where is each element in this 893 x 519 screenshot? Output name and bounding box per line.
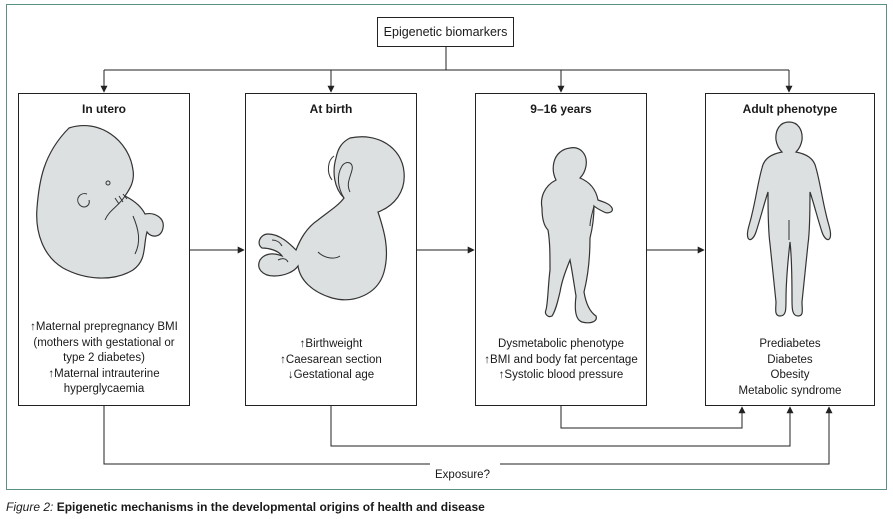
stage-text-line: ↓Gestational age — [287, 369, 375, 381]
figure-frame — [6, 4, 887, 490]
stage-text-line: ↑Birthweight — [299, 338, 363, 350]
stage-text-line: (mothers with gestational or — [33, 336, 175, 349]
stage-text-line: ↑Caesarean section — [280, 353, 382, 366]
stage-text-line: hyperglycaemia — [63, 383, 145, 395]
stage-text-line: Obesity — [770, 369, 810, 381]
figure-caption: Figure 2: Epigenetic mechanisms in the d… — [6, 500, 485, 514]
stage-title: In utero — [82, 102, 126, 116]
stage-9-16-years: 9–16 years Dysmetabolic phenotype ↑BMI a… — [475, 93, 647, 406]
stage-at-birth: At birth ↑Birthweight ↑Caesarean section… — [245, 93, 417, 406]
stage-adult-phenotype: Adult phenotype Prediabetes Diabetes Obe… — [705, 93, 875, 406]
epigenetic-biomarkers-box: Epigenetic biomarkers — [377, 17, 514, 47]
stage-in-utero: In utero ↑Maternal prepregnancy BMI (mot… — [18, 93, 190, 406]
stage-title: 9–16 years — [530, 102, 592, 116]
exposure-label: Exposure? — [435, 469, 490, 481]
stage-text-line: ↑Systolic blood pressure — [498, 369, 624, 381]
adult-icon — [746, 121, 832, 317]
fetus-icon — [36, 125, 164, 279]
stage-text-line: Dysmetabolic phenotype — [498, 338, 624, 350]
figure-caption-text: Epigenetic mechanisms in the development… — [56, 500, 485, 514]
stage-title: Adult phenotype — [742, 102, 838, 116]
stage-text-line: ↑Maternal intrauterine — [48, 367, 160, 380]
stage-risk-factors: ↑Birthweight ↑Caesarean section ↓Gestati… — [248, 337, 414, 384]
stage-text-line: ↑BMI and body fat percentage — [484, 353, 638, 366]
figure-number: Figure 2: — [6, 500, 54, 514]
stage-text-line: Prediabetes — [759, 338, 821, 350]
stage-risk-factors: Dysmetabolic phenotype ↑BMI and body fat… — [478, 337, 644, 384]
newborn-icon — [258, 136, 405, 301]
stage-text-line: ↑Maternal prepregnancy BMI — [30, 321, 178, 333]
stage-text-line: Diabetes — [767, 353, 813, 366]
stage-risk-factors: Prediabetes Diabetes Obesity Metabolic s… — [708, 337, 872, 399]
stage-text-line: Metabolic syndrome — [738, 384, 842, 397]
stage-risk-factors: ↑Maternal prepregnancy BMI (mothers with… — [21, 320, 187, 398]
stage-title: At birth — [309, 102, 353, 116]
stage-text-line: type 2 diabetes) — [63, 352, 145, 364]
child-icon — [540, 147, 613, 324]
